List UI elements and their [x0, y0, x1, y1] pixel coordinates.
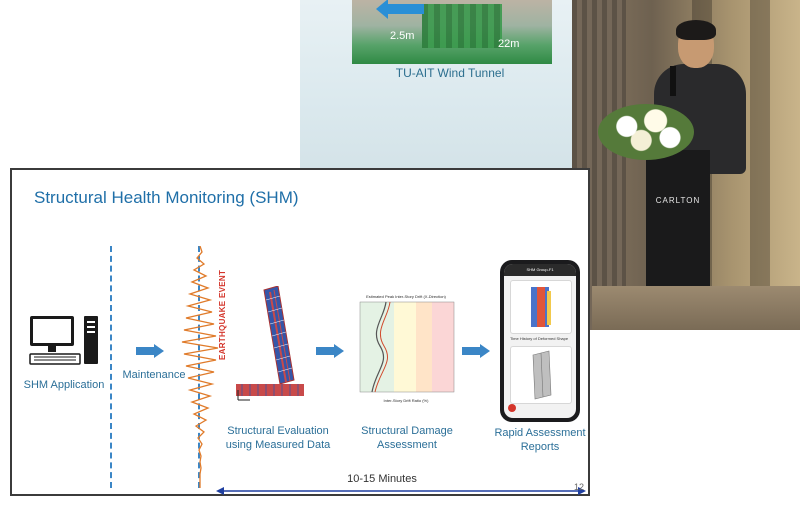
computer-icon: [29, 316, 98, 365]
wind-direction-arrow-icon: [376, 0, 424, 19]
phone-mockup: SHM Group-F1 Time History of Deformed Sh…: [500, 260, 580, 422]
step-structural-damage: Structural Damage Assessment: [361, 425, 453, 451]
step-rapid-reports: Rapid Assessment Reports: [494, 427, 586, 453]
drift-chart-xlabel: Inter-Story Drift Ratio (%): [383, 398, 429, 403]
step-structural-evaluation: Structural Evaluation using Measured Dat…: [225, 425, 331, 451]
alert-icon: [508, 404, 516, 412]
earthquake-event-label: EARTHQUAKE EVENT: [218, 269, 227, 360]
separator-line: [198, 246, 200, 488]
arrow-right-icon: [136, 344, 164, 358]
page-number: 12: [573, 482, 584, 492]
microphone-icon: [670, 66, 676, 96]
wind-tunnel-image: 2.5m 22m: [352, 0, 552, 64]
duration-label: 10-15 Minutes: [347, 473, 417, 485]
arrow-right-icon: [316, 344, 344, 358]
phone-screen: SHM Group-F1 Time History of Deformed Sh…: [504, 264, 576, 418]
podium-brand: CARLTON: [655, 196, 701, 205]
drift-curve: [371, 301, 387, 393]
drift-chart: Estimated Peak Inter-Story Drift (X-Dire…: [350, 294, 462, 408]
presentation-slide: Structural Health Monitoring (SHM) SHM A…: [10, 168, 590, 496]
drift-curve: [374, 301, 391, 393]
step-shm-application: SHM Application: [23, 379, 105, 391]
tunnel-caption: TU-AIT Wind Tunnel: [395, 66, 505, 80]
floor: [592, 286, 800, 330]
phone-app-header: SHM Group-F1: [504, 264, 576, 276]
speaker-hair: [676, 20, 716, 40]
step-maintenance: Maintenance: [122, 369, 186, 381]
drift-chart-title: Estimated Peak Inter-Story Drift (X-Dire…: [366, 294, 446, 299]
flower-arrangement: [598, 104, 694, 160]
duration-span-arrow: [216, 487, 586, 495]
report-card: [510, 280, 572, 334]
tunnel-structure: [422, 4, 502, 48]
separator-line: [110, 246, 112, 488]
tunnel-length-dim: 22m: [498, 38, 520, 50]
seismic-waveform: [181, 246, 219, 488]
report-card-caption: Time History of Deformed Shape: [510, 336, 569, 341]
arrow-right-icon: [462, 344, 490, 358]
report-card: [510, 346, 572, 404]
tunnel-height-dim: 2.5m: [390, 30, 415, 42]
structure-model-icon: [236, 286, 304, 401]
slide-title: Structural Health Monitoring (SHM): [34, 188, 299, 207]
